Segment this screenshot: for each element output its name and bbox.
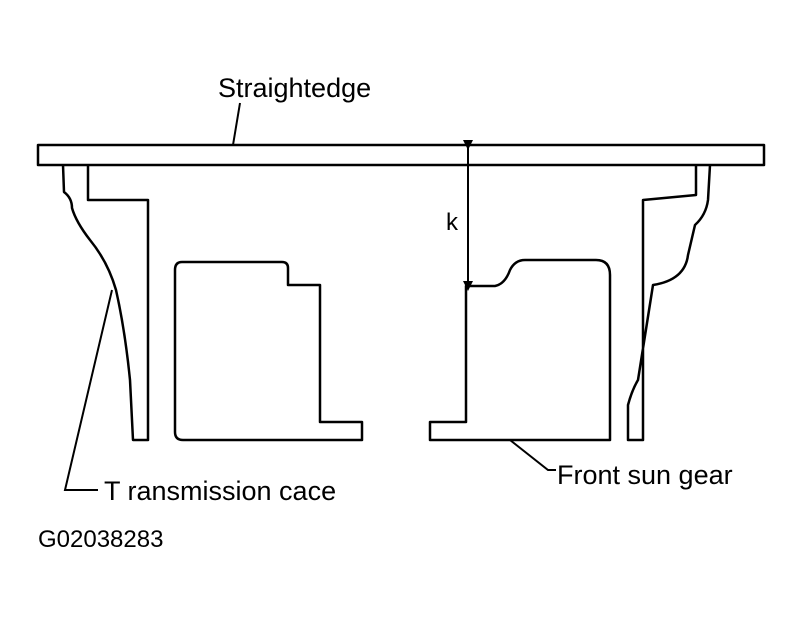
gear-block-left bbox=[173, 260, 364, 442]
front-sun-gear-label: Front sun gear bbox=[557, 460, 733, 490]
straightedge-label: Straightedge bbox=[218, 73, 371, 103]
transmission-case-left-outer bbox=[61, 164, 150, 442]
straightedge-bar bbox=[36, 143, 766, 167]
figure-reference: G02038283 bbox=[38, 526, 163, 553]
front-sun-gear-block bbox=[428, 258, 612, 442]
transmission-case-leader bbox=[63, 289, 113, 491]
transmission-case-label: T ransmission cace bbox=[104, 476, 336, 506]
front-sun-gear-leader bbox=[509, 439, 556, 471]
dimension-k-label: k bbox=[446, 209, 459, 236]
transmission-case-right bbox=[626, 164, 712, 442]
straightedge-leader bbox=[232, 102, 241, 146]
